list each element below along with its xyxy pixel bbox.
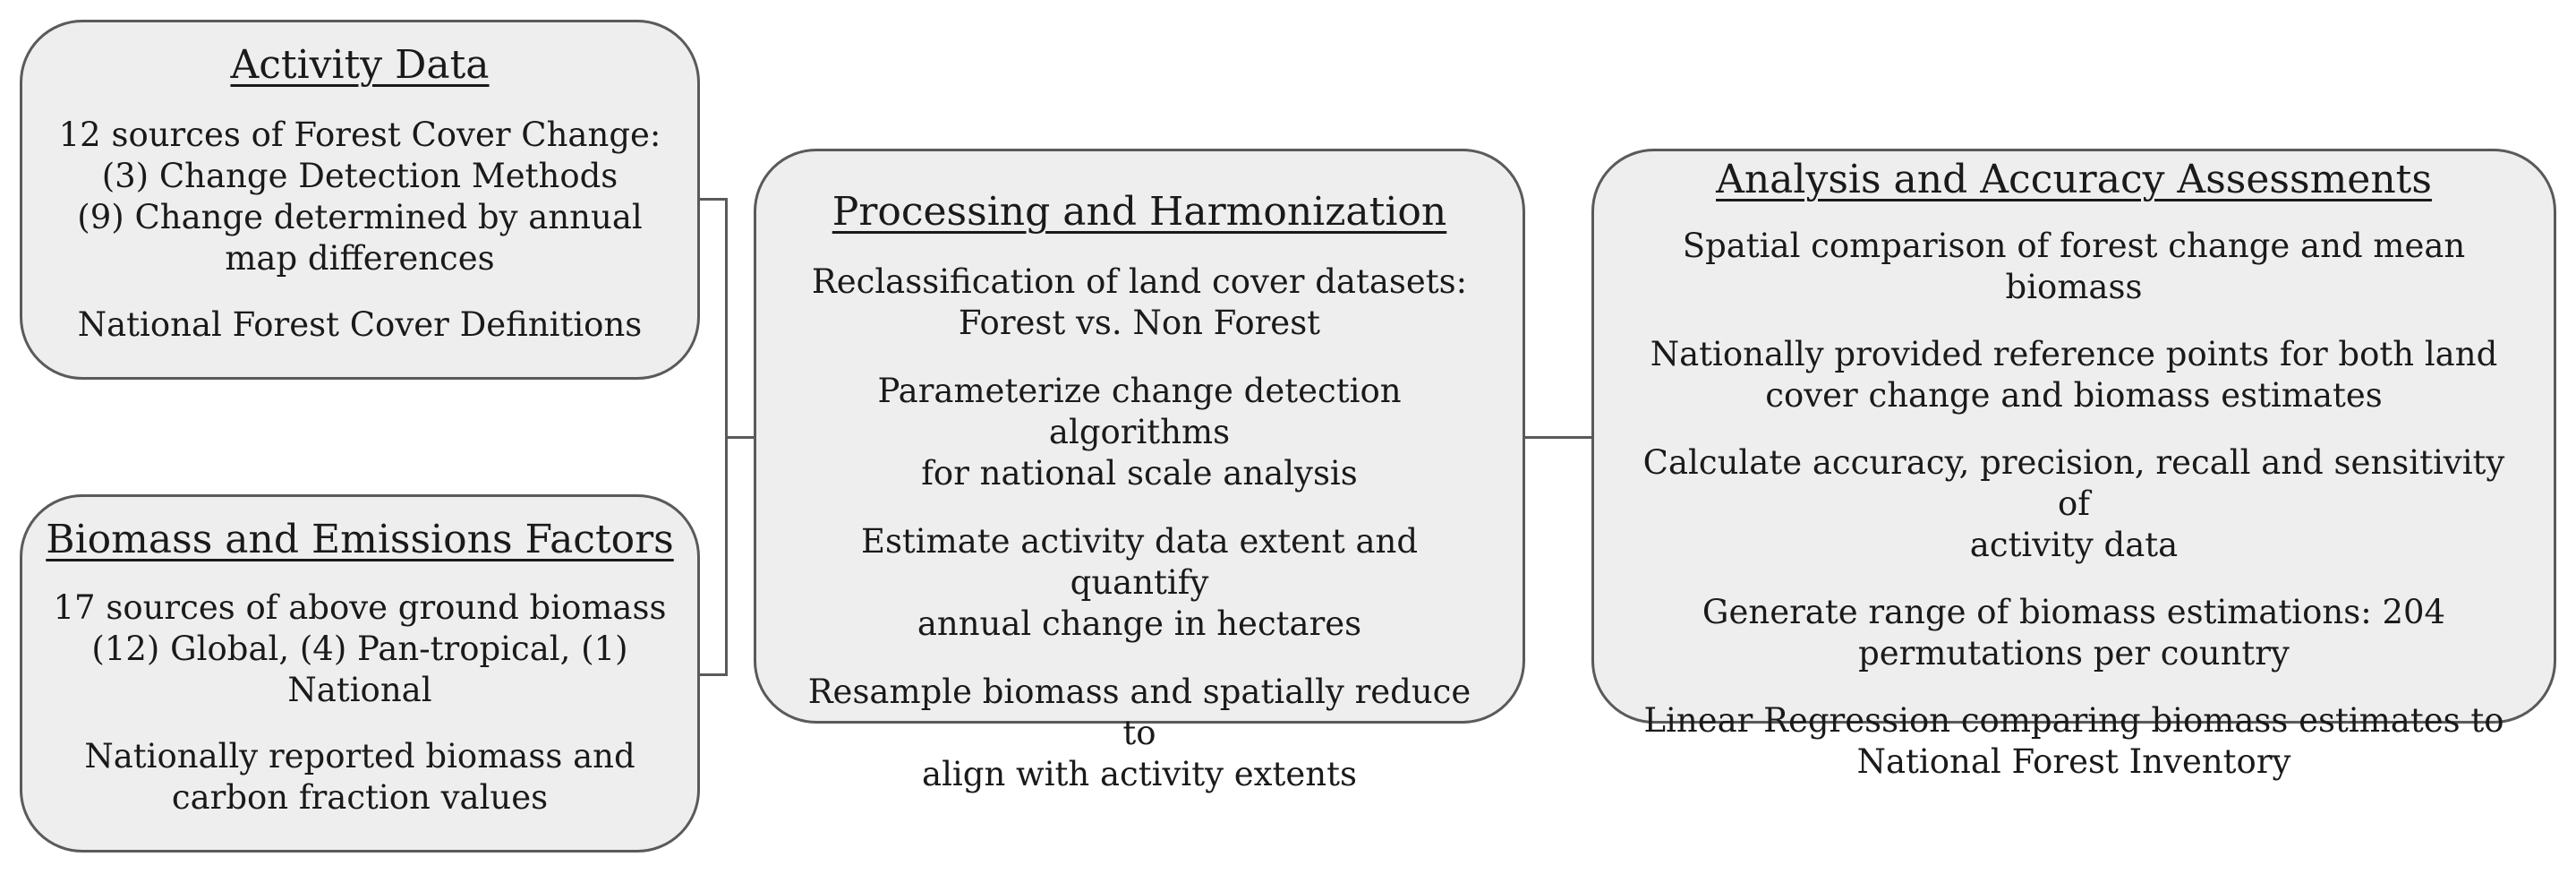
connector-processing-to-analysis	[1525, 436, 1591, 439]
analysis-paragraph: Calculate accuracy, precision, recall an…	[1642, 442, 2505, 564]
biomass-emissions-title: Biomass and Emissions Factors	[46, 517, 674, 562]
analysis-paragraph: Linear Regression comparing biomass esti…	[1643, 700, 2504, 781]
biomass-emissions-paragraph: Nationally reported biomass and carbon f…	[84, 736, 635, 817]
analysis-accuracy-box: Analysis and Accuracy Assessments Spatia…	[1591, 149, 2556, 781]
analysis-paragraph: Spatial comparison of forest change and …	[1682, 226, 2466, 306]
connector-to-processing	[725, 436, 754, 439]
activity-data-box: Activity Data 12 sources of Forest Cover…	[20, 20, 700, 380]
processing-harmonization-title: Processing and Harmonization	[832, 189, 1447, 235]
analysis-paragraph: Generate range of biomass estimations: 2…	[1702, 592, 2446, 673]
biomass-emissions-box: Biomass and Emissions Factors 17 sources…	[20, 494, 700, 853]
processing-paragraph: Estimate activity data extent and quanti…	[860, 521, 1419, 643]
activity-data-paragraph: 12 sources of Forest Cover Change: (3) C…	[58, 115, 661, 278]
processing-paragraph: Reclassification of land cover datasets:…	[811, 261, 1468, 342]
processing-harmonization-box: Processing and Harmonization Reclassific…	[754, 149, 1525, 793]
connector-biomass-stub	[700, 673, 727, 676]
analysis-accuracy-title: Analysis and Accuracy Assessments	[1716, 157, 2432, 202]
connector-activity-stub	[700, 198, 727, 201]
processing-paragraph: Parameterize change detection algorithms…	[877, 371, 1402, 493]
analysis-paragraph: Nationally provided reference points for…	[1650, 334, 2498, 415]
processing-paragraph: Resample biomass and spatially reduce to…	[807, 672, 1471, 793]
biomass-emissions-paragraph: 17 sources of above ground biomass (12) …	[53, 587, 667, 709]
activity-data-paragraph: National Forest Cover Definitions	[77, 304, 643, 344]
activity-data-title: Activity Data	[230, 42, 490, 88]
